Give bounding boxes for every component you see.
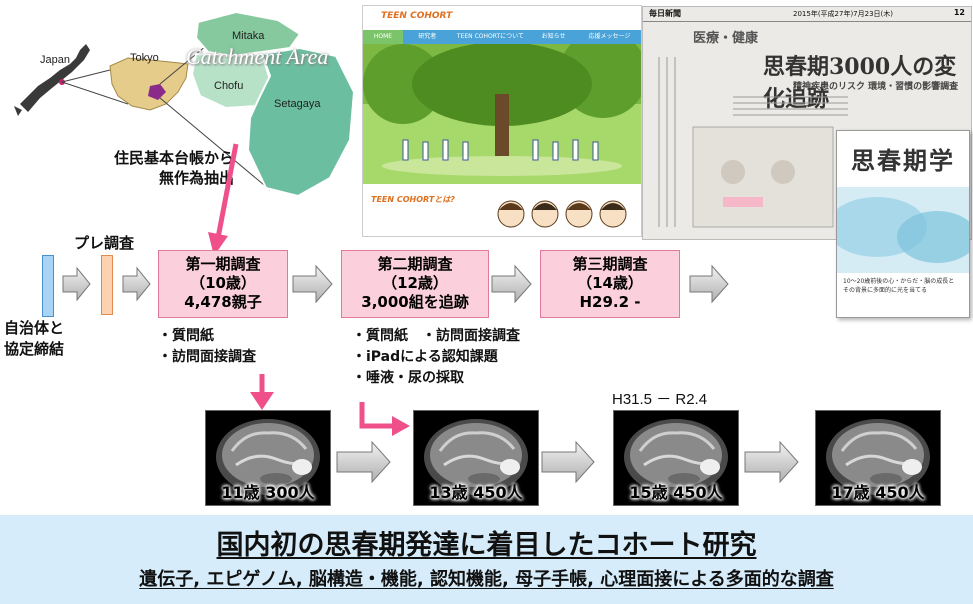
site-nav-home[interactable]: HOME (363, 30, 403, 44)
arrow-second-to-mri (359, 402, 410, 436)
agreement-line-2: 協定締結 (4, 340, 65, 358)
site-nav-researcher[interactable]: 研究者 (418, 33, 437, 40)
newspaper-section: 医療・健康 (693, 31, 759, 46)
arrow-third-to-next (689, 264, 729, 304)
map-label-chofu: Chofu (214, 80, 244, 92)
survey-second-title: 第二期調査 (377, 255, 453, 273)
catchment-map: Japan Tokyo Mitaka Chofu Setagaya Catchm… (0, 0, 360, 200)
sampling-note: 住民基本台帳から 無作為抽出 (62, 148, 234, 188)
mri-scan-13: 13歳 450人 (413, 410, 539, 506)
brain-mri-image (424, 419, 528, 495)
arrow-first-to-mri (250, 374, 274, 410)
survey-third-detail: H29.2 - (579, 293, 641, 311)
survey-second-age: （12歳） (382, 274, 448, 292)
survey-first-age: （10歳） (190, 274, 256, 292)
book-blurb-line-1: 10～20歳前後の心・からだ・脳の成長と (843, 278, 955, 285)
pre-survey-label: プレ調査 (74, 234, 135, 252)
arrow-pre-to-first (122, 266, 151, 302)
site-faces-illustration (497, 200, 627, 228)
methods-second-item: ・質問紙 ・訪問面接調査 (352, 328, 520, 344)
methods-first-item: ・訪問面接調査 (158, 349, 256, 365)
book-blurb-line-2: その背景に多面的に光を当てる (843, 287, 928, 294)
website-screenshot: TEEN COHORT HOME 研究者 TEEN COHORTについて お知ら… (362, 5, 642, 237)
survey-box-first: 第一期調査 （10歳） 4,478親子 (158, 250, 288, 318)
survey-box-third: 第三期調査 （14歳） H29.2 - (540, 250, 680, 318)
mri-scan-11: 11歳 300人 (205, 410, 331, 506)
survey-second-detail: 3,000組を追跡 (361, 293, 469, 311)
site-brand: TEEN COHORT (381, 11, 453, 21)
mri-caption-15: 15歳 450人 (629, 483, 723, 502)
newspaper-masthead: 毎日新聞 (649, 9, 681, 18)
mri-caption-11: 11歳 300人 (221, 483, 315, 502)
book-blurb: 10～20歳前後の心・からだ・脳の成長と その背景に多面的に光を当てる (843, 277, 954, 295)
methods-second-item: ・iPadによる認知課題 (352, 349, 498, 365)
book-cover: 思春期学 10～20歳前後の心・からだ・脳の成長と その背景に多面的に光を当てる (836, 130, 970, 318)
brain-mri-image (826, 419, 930, 495)
sampling-line-1: 住民基本台帳から (113, 149, 234, 167)
agreement-line-1: 自治体と (4, 319, 65, 337)
brain-mri-image (624, 419, 728, 495)
newspaper-top-bar: 毎日新聞 2015年(平成27年)7月23日(木) 12 (643, 7, 971, 22)
agreement-marker (42, 255, 54, 317)
newspaper-page: 12 (953, 8, 965, 17)
map-label-catchment: Catchment Area (186, 44, 329, 69)
book-title: 思春期学 (851, 146, 955, 175)
site-header: TEEN COHORT (363, 6, 641, 30)
arrow-second-to-third (491, 264, 532, 304)
mri-caption-13: 13歳 450人 (429, 483, 523, 502)
map-graphic (14, 10, 356, 198)
newspaper-subhead: 精神疾患のリスク 環境・習慣の影響調査 (793, 82, 959, 92)
methods-first-item: ・質問紙 (158, 328, 214, 344)
mri-scan-17: 17歳 450人 (815, 410, 941, 506)
survey-first-title: 第一期調査 (185, 255, 261, 273)
mri-scan-15: 15歳 450人 (613, 410, 739, 506)
survey-third-title: 第三期調査 (572, 255, 648, 273)
site-lower: TEEN COHORTとは? (363, 188, 641, 236)
site-sub-brand: TEEN COHORTとは? (371, 195, 455, 204)
arrow-mri-1-to-2 (336, 440, 391, 484)
arrow-mri-3-to-4 (744, 440, 799, 484)
methods-second-item: ・唾液・尿の採取 (352, 370, 464, 386)
newspaper-body-text (658, 57, 848, 228)
arrow-agreement-to-pre (62, 266, 91, 302)
site-nav: HOME 研究者 TEEN COHORTについて お知らせ 応援メッセージ (363, 30, 641, 44)
agreement-label: 自治体と 協定締結 (4, 318, 64, 360)
map-label-setagaya: Setagaya (274, 98, 321, 110)
summary-title: 国内初の思春期発達に着目したコホート研究 (216, 530, 757, 561)
site-nav-about[interactable]: TEEN COHORTについて (456, 33, 524, 40)
summary-band: 国内初の思春期発達に着目したコホート研究 遺伝子, エピゲノム, 脳構造・機能,… (0, 515, 973, 604)
map-label-mitaka: Mitaka (232, 30, 265, 42)
book-watercolor (837, 187, 969, 273)
site-nav-messages[interactable]: 応援メッセージ (588, 33, 631, 40)
site-hero-photo (363, 30, 641, 184)
mri-period: H31.5 － R2.4 (612, 391, 708, 408)
site-nav-news[interactable]: お知らせ (541, 33, 566, 40)
mri-caption-17: 17歳 450人 (831, 483, 925, 502)
newspaper-headline: 思春期3000人の変化追跡 (763, 54, 957, 112)
newspaper-date: 2015年(平成27年)7月23日(木) (793, 10, 894, 18)
map-label-tokyo: Tokyo (130, 52, 159, 64)
sampling-line-2: 無作為抽出 (158, 169, 234, 187)
methods-first: ・質問紙 ・訪問面接調査 (158, 326, 256, 368)
survey-first-detail: 4,478親子 (184, 293, 262, 311)
survey-box-second: 第二期調査 （12歳） 3,000組を追跡 (341, 250, 489, 318)
survey-third-age: （14歳） (577, 274, 643, 292)
map-label-japan: Japan (40, 54, 70, 66)
brain-mri-image (216, 419, 320, 495)
pre-survey-marker (101, 255, 113, 315)
summary-subtitle: 遺伝子, エピゲノム, 脳構造・機能, 認知機能, 母子手帳, 心理面接による多… (139, 569, 834, 590)
arrow-mri-2-to-3 (541, 440, 595, 484)
methods-second: ・質問紙 ・訪問面接調査 ・iPadによる認知課題 ・唾液・尿の採取 (352, 326, 520, 389)
arrow-first-to-second (292, 264, 333, 304)
